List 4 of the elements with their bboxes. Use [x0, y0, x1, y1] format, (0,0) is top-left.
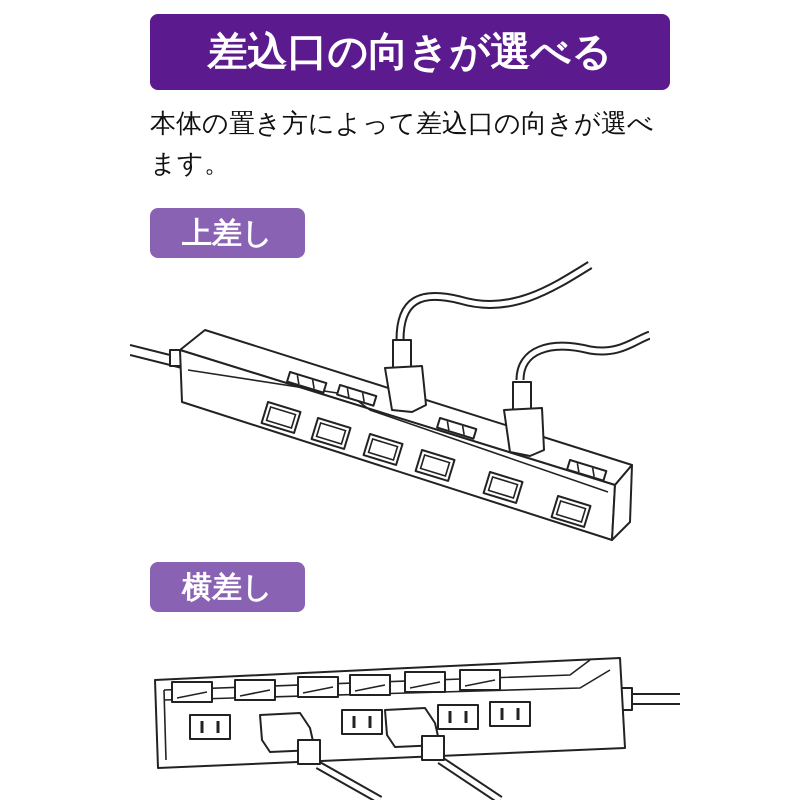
title-banner: 差込口の向きが選べる — [150, 14, 670, 90]
description-text: 本体の置き方によって差込口の向きが選べます。 — [150, 108, 655, 181]
section-tag: 上差し — [150, 208, 305, 258]
section-tag: 横差し — [150, 562, 305, 612]
